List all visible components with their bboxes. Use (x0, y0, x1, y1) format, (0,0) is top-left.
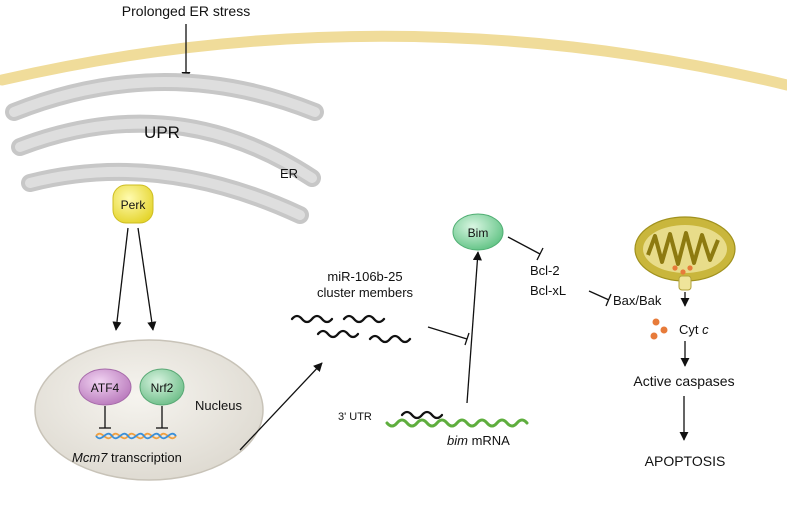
stimulus-label: Prolonged ER stress (122, 3, 250, 19)
atf4-protein (78, 368, 132, 406)
nucleus-inhibition-lines (99, 406, 168, 429)
utr-label: 3' UTR (338, 411, 372, 423)
nrf2-protein (139, 368, 185, 406)
nucleus-label: Nucleus (195, 398, 242, 413)
nrf2-label: Nrf2 (151, 381, 174, 395)
mrna-to-bim-arrow (466, 251, 482, 404)
mitochondrion (634, 216, 736, 282)
er-label: ER (280, 166, 298, 181)
mirna-bound-strand (400, 410, 444, 420)
apoptosis-label: APOPTOSIS (645, 453, 726, 469)
mirna-label-line1: miR-106b-25 (327, 269, 402, 284)
mito-cytc-particles (672, 265, 693, 275)
mirna-inhibits-bim-mrna (427, 326, 470, 346)
bim-protein (452, 213, 504, 251)
bim-inhibits-bcl2 (507, 236, 544, 261)
bcl-inhibits-baxbak (588, 290, 612, 307)
perk-protein (112, 184, 154, 224)
cell-membrane (0, 30, 787, 91)
atf4-label: ATF4 (91, 381, 120, 395)
nucleus-to-mirna-arrow (239, 362, 323, 451)
caspases-label: Active caspases (633, 373, 734, 389)
cytc-label: Cyt c (679, 322, 709, 337)
perk-arrow-left (112, 227, 129, 331)
mirna-label-line2: cluster members (317, 285, 414, 300)
mirna-strands (290, 314, 412, 344)
mcm7-transcription-label: Mcm7 transcription (72, 450, 182, 465)
upr-label: UPR (144, 123, 180, 142)
cytc-particles (650, 318, 668, 340)
bim-mrna-label: bim mRNA (447, 433, 510, 448)
bim-mrna-strand (385, 418, 529, 428)
perk-arrow-right (137, 227, 157, 331)
bclxl-label: Bcl-xL (530, 283, 566, 298)
er-membranes (5, 73, 324, 224)
perk-label: Perk (121, 198, 147, 212)
baxbak-label: Bax/Bak (613, 293, 662, 308)
bim-label: Bim (468, 226, 489, 240)
bax-bak-pore (678, 275, 692, 291)
bcl2-label: Bcl-2 (530, 263, 560, 278)
dna-helix (95, 432, 177, 440)
